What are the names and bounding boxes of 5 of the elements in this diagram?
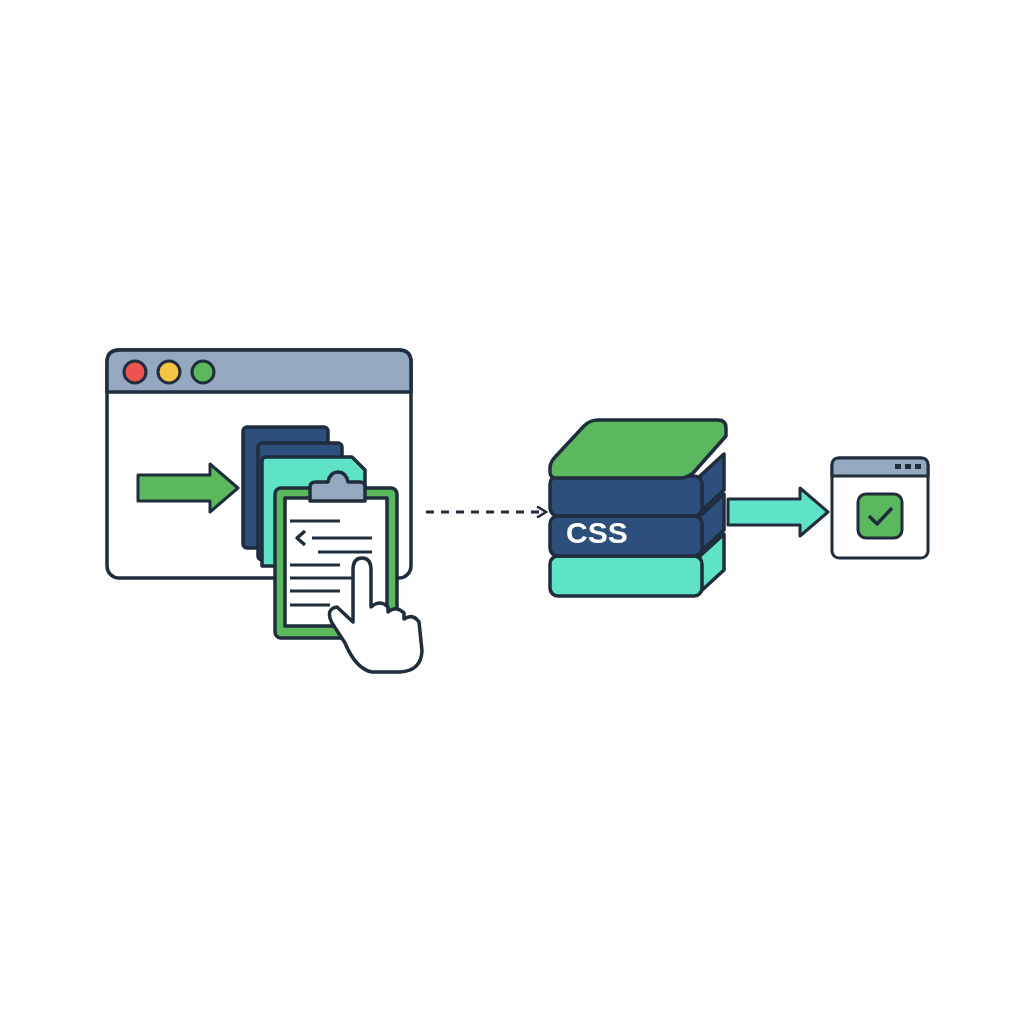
document-clipboard-drawing xyxy=(240,425,426,675)
arrow xyxy=(426,505,548,519)
browser-check-drawing xyxy=(830,456,930,560)
block-arrow xyxy=(136,462,240,514)
block-arrow xyxy=(726,486,830,538)
